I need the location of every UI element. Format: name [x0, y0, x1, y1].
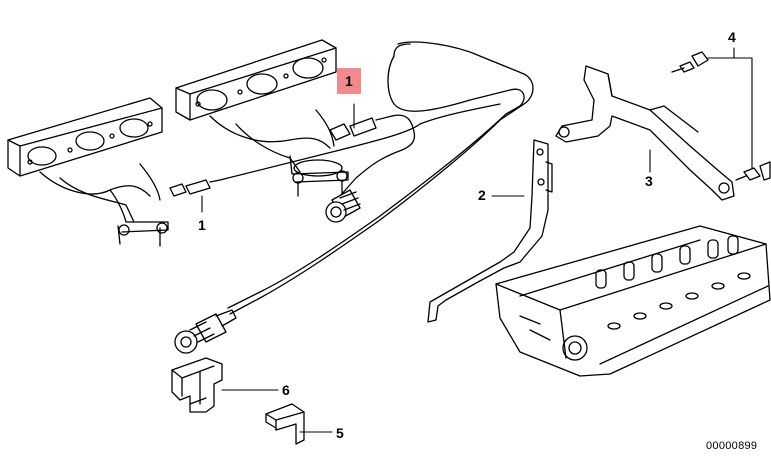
callout-clip-large[interactable]: 6 — [282, 382, 290, 398]
callout-screws[interactable]: 4 — [728, 29, 736, 45]
cylinder-head — [495, 225, 771, 377]
screw-upper — [671, 51, 709, 73]
callout-bracket[interactable]: 2 — [478, 187, 486, 203]
callout-clip-small[interactable]: 5 — [336, 425, 344, 441]
connector-lower — [174, 309, 237, 354]
exhaust-manifold-left — [7, 97, 169, 247]
leader-lines — [201, 47, 753, 433]
part-number: 00000899 — [706, 440, 758, 452]
callout-sensor-highlighted[interactable]: 1 — [337, 68, 361, 94]
connector-upper — [325, 189, 361, 223]
oxygen-sensor-right — [329, 114, 416, 151]
callout-sensor[interactable]: 1 — [198, 217, 206, 233]
clip-large — [171, 357, 223, 413]
screw-lower — [735, 161, 771, 181]
support — [555, 65, 735, 201]
exhaust-manifold-right — [175, 39, 349, 197]
callout-support[interactable]: 3 — [645, 173, 653, 189]
clip-small — [265, 403, 305, 445]
oxygen-sensor-left — [169, 103, 501, 197]
bracket — [427, 139, 553, 323]
sensor-lead — [227, 41, 534, 315]
